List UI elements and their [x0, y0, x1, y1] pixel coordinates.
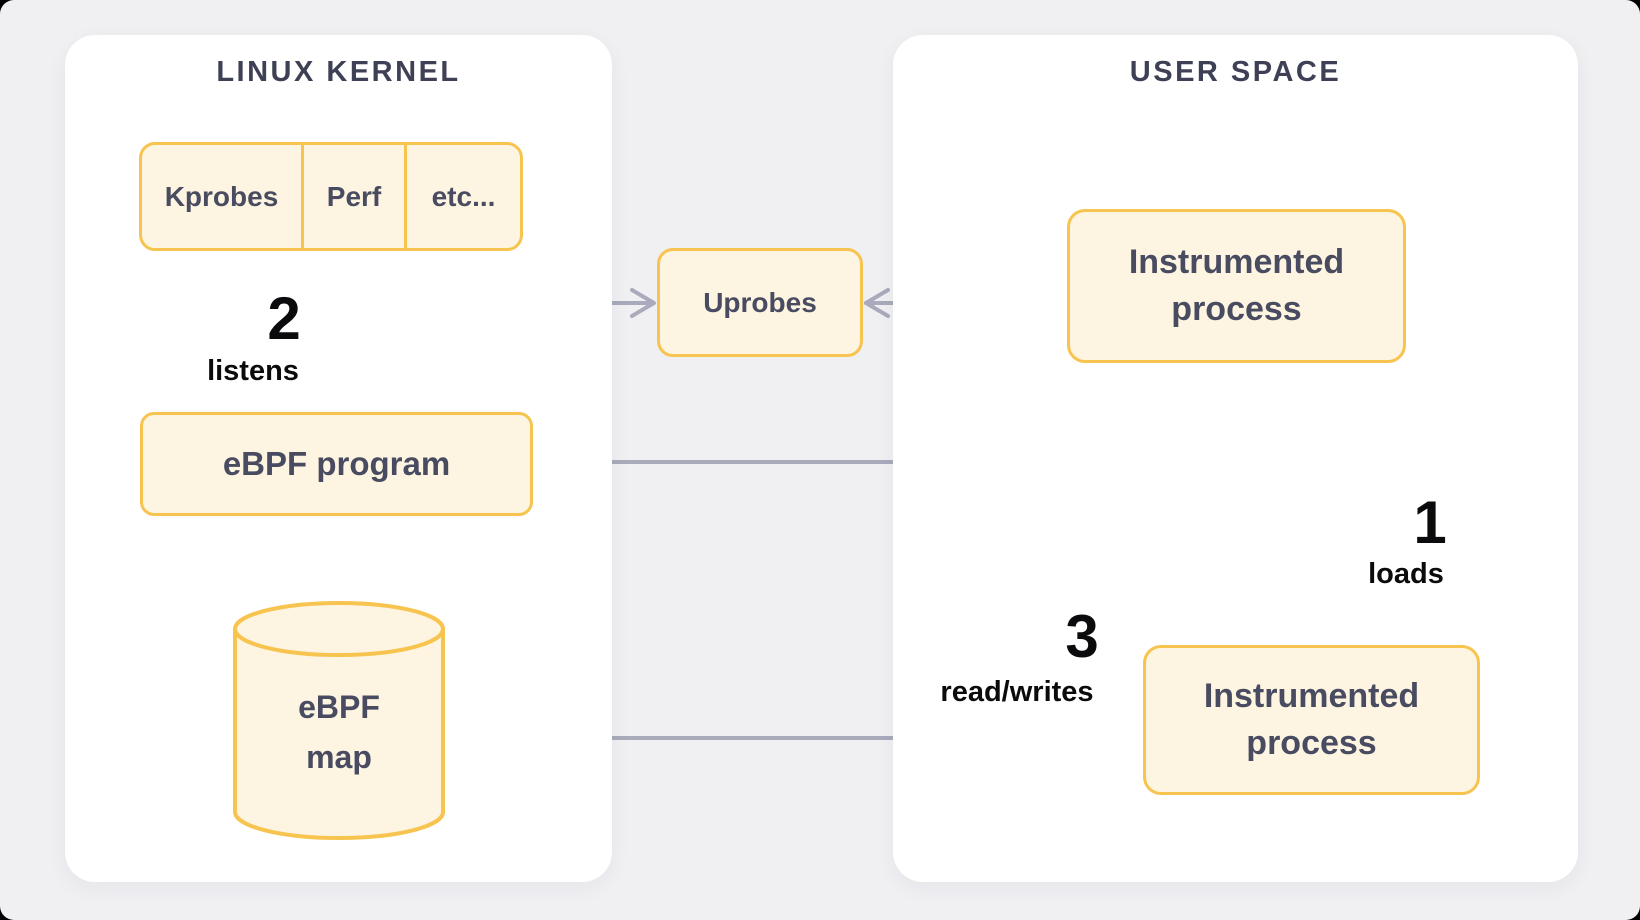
probe-sources-row: Kprobes Perf etc...: [139, 142, 523, 251]
step-1-number: 1: [1413, 489, 1447, 556]
step-1-label: loads: [1368, 558, 1444, 590]
linux-kernel-title: LINUX KERNEL: [216, 56, 461, 88]
cylinder-body: [233, 629, 445, 840]
ebpf-map-label-line2: map: [306, 739, 372, 775]
kprobes-cell: Kprobes: [164, 180, 279, 212]
ebpf-map-cylinder: [233, 601, 445, 840]
user-space-title: USER SPACE: [1129, 56, 1342, 88]
ebpf-map-label: eBPF map: [235, 682, 443, 782]
etc-cell: etc...: [404, 145, 520, 248]
step-2-label: listens: [207, 355, 299, 387]
step-3-label: read/writes: [940, 676, 1094, 708]
uprobes-box: Uprobes: [657, 248, 863, 357]
ebpf-program-box: eBPF program: [140, 412, 533, 516]
step-3-number: 3: [1065, 603, 1099, 670]
instrumented-process-bottom-box: Instrumented process: [1143, 645, 1480, 795]
instrumented-process-top-box: Instrumented process: [1067, 209, 1406, 363]
perf-cell: Perf: [301, 145, 404, 248]
step-2-number: 2: [267, 285, 301, 352]
arrow-to-uprobes-head: [630, 288, 656, 318]
ebpf-map-label-line1: eBPF: [298, 689, 380, 725]
arrow-uprobes-process-head-left: [864, 288, 890, 318]
cylinder-top: [233, 601, 445, 657]
